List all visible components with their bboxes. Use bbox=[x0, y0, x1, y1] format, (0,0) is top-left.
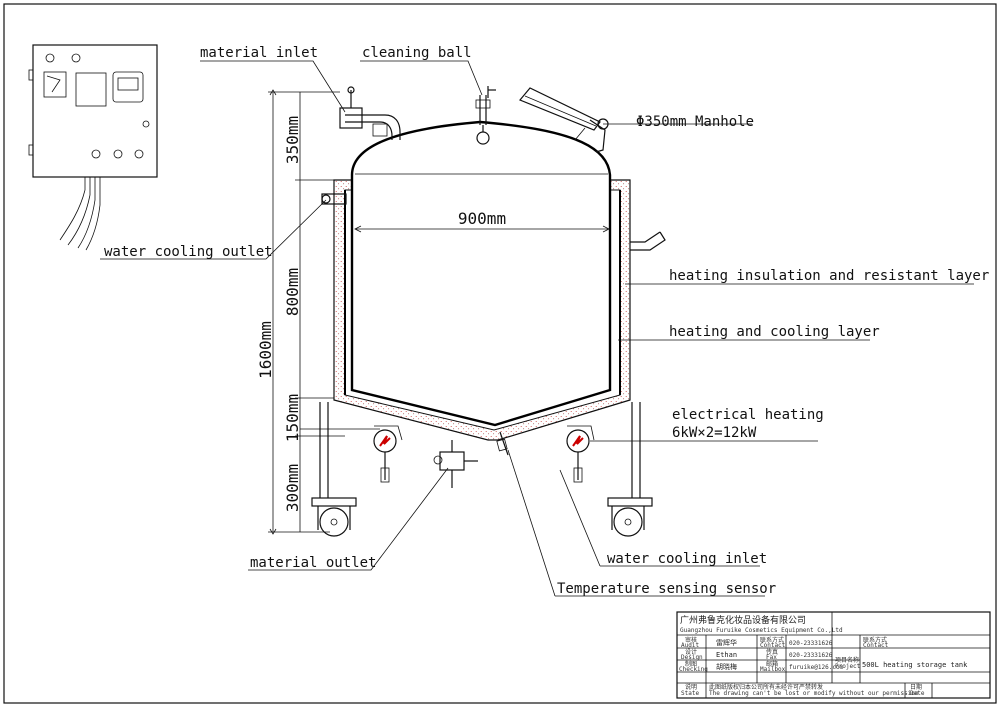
fax-value: 020-23331626 bbox=[789, 652, 833, 659]
check-name: 胡晓梅 bbox=[716, 662, 737, 671]
electrical-heater-left bbox=[373, 425, 403, 483]
water-cooling-outlet-pipe bbox=[321, 193, 347, 205]
temperature-sensor-label: Temperature sensing sensor bbox=[557, 581, 776, 597]
temperature-sensor bbox=[496, 431, 509, 456]
insulation-layer-label: heating insulation and resistant layer bbox=[669, 268, 989, 284]
material-inlet-label: material inlet bbox=[200, 45, 318, 61]
button-icon bbox=[134, 149, 144, 159]
contact2-cn: 联系方式 bbox=[863, 636, 887, 644]
cleaning-ball bbox=[475, 86, 496, 145]
state-en: State bbox=[681, 690, 699, 697]
project-value: 500L heating storage tank bbox=[862, 661, 968, 669]
electrical-heating-label: electrical heating bbox=[672, 407, 824, 423]
manhole-label: Φ350mm Manhole bbox=[636, 114, 754, 130]
cone-height-label: 150mm bbox=[283, 394, 302, 442]
check-en: Checking bbox=[679, 666, 708, 673]
top-head-height-label: 350mm bbox=[283, 116, 302, 164]
tank-vessel bbox=[333, 120, 631, 441]
drawing-frame bbox=[3, 3, 997, 704]
side-pipe bbox=[630, 231, 666, 251]
material-outlet-valve bbox=[433, 440, 478, 488]
material-outlet-label: material outlet bbox=[250, 555, 376, 571]
cleaning-ball-label: cleaning ball bbox=[362, 45, 472, 61]
heating-cooling-layer-label: heating and cooling layer bbox=[669, 324, 880, 340]
leader-material-outlet bbox=[248, 467, 449, 571]
company-name-en: Guangzhou Furuike Cosmetics Equipment Co… bbox=[680, 627, 843, 634]
meter-icon bbox=[43, 71, 67, 98]
tank-legs bbox=[311, 402, 653, 507]
contact2-en: Contact bbox=[863, 642, 889, 649]
fax-en: Fax bbox=[766, 654, 777, 661]
leader-lines bbox=[100, 60, 974, 597]
caster-wheel-left bbox=[317, 506, 351, 537]
leader-material-inlet bbox=[200, 60, 346, 113]
button-icon bbox=[113, 149, 123, 159]
check-cn: 制图 bbox=[685, 660, 697, 668]
body-height-label: 800mm bbox=[283, 268, 302, 316]
contact-value: 020-23331626 bbox=[789, 640, 833, 647]
project-en: Project bbox=[835, 663, 861, 670]
design-cn: 设计 bbox=[685, 648, 697, 656]
email-cn: 邮箱 bbox=[766, 660, 778, 668]
button-icon bbox=[91, 149, 101, 159]
leg-height-label: 300mm bbox=[283, 464, 302, 512]
electrical-heater-right bbox=[566, 425, 595, 483]
company-name-cn: 广州弗鲁克化妆品设备有限公司 bbox=[680, 614, 806, 626]
state-note-en: The drawing can't be lost or modify with… bbox=[709, 690, 919, 697]
title-block bbox=[676, 611, 991, 699]
leader-cleaning-ball bbox=[360, 60, 483, 96]
audit-name: 雷辉华 bbox=[716, 638, 737, 647]
email-value: furuike@126.com bbox=[789, 664, 844, 671]
fax-cn: 传真 bbox=[766, 648, 778, 656]
audit-cn: 审核 bbox=[685, 636, 697, 644]
indicator-light-icon bbox=[45, 53, 55, 63]
width-label: 900mm bbox=[458, 209, 506, 228]
date-en: Date bbox=[910, 690, 925, 697]
project-cn: 项目名称 bbox=[835, 656, 859, 664]
email-en: Mailbox bbox=[760, 666, 786, 673]
design-en: Design bbox=[681, 654, 703, 661]
design-name: Ethan bbox=[716, 651, 737, 659]
indicator-light-icon bbox=[71, 53, 81, 63]
control-box bbox=[28, 44, 158, 251]
state-note-cn: 此图纸版权归本公司所有未经许可严禁转发 bbox=[709, 683, 823, 691]
contact-cn: 联系方式 bbox=[760, 636, 784, 644]
state-cn: 说明 bbox=[685, 683, 697, 691]
audit-en: Audit bbox=[681, 642, 699, 649]
controller-icon bbox=[112, 71, 144, 103]
caster-wheel-right bbox=[611, 506, 645, 537]
material-inlet-valve bbox=[339, 86, 401, 140]
date-cn: 日期 bbox=[910, 683, 922, 691]
contact-en: Contact bbox=[760, 642, 786, 649]
display-panel-icon bbox=[75, 72, 107, 107]
total-height-label: 1600mm bbox=[256, 321, 275, 379]
power-cable-icon bbox=[59, 189, 101, 251]
width-dimension bbox=[354, 225, 610, 233]
electrical-heating-power-label: 6kW×2=12kW bbox=[672, 425, 757, 441]
water-cooling-outlet-label: water cooling outlet bbox=[104, 244, 273, 260]
leader-water-cooling-outlet bbox=[100, 199, 327, 260]
water-cooling-inlet-label: water cooling inlet bbox=[607, 551, 767, 567]
